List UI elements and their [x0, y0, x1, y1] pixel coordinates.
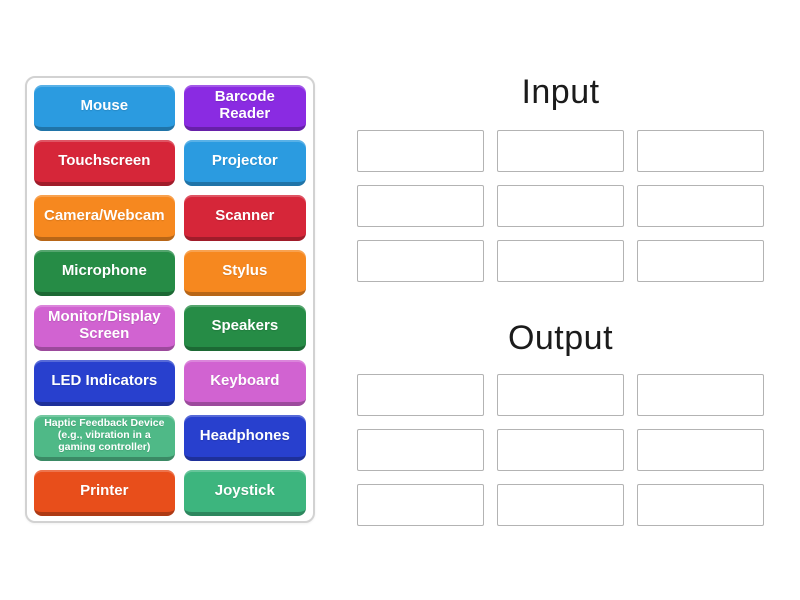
tile-label: Stylus: [222, 261, 268, 279]
tile-keyboard[interactable]: Keyboard: [183, 360, 306, 406]
tile-monitor-display-screen[interactable]: Monitor/Display Screen: [34, 305, 175, 351]
groups-column: Input Output: [357, 72, 764, 526]
group-heading-output: Output: [507, 319, 614, 357]
drop-slot[interactable]: [637, 374, 764, 416]
drop-slot[interactable]: [637, 429, 764, 471]
drop-slot[interactable]: [637, 484, 764, 526]
drop-slot[interactable]: [497, 429, 624, 471]
tile-label: LED Indicators: [51, 371, 158, 389]
tile-label: Projector: [211, 151, 278, 169]
tile-label: Barcode Reader: [214, 88, 275, 122]
tile-scanner[interactable]: Scanner: [183, 195, 306, 241]
tile-microphone[interactable]: Microphone: [34, 250, 175, 296]
tile-barcode-reader[interactable]: Barcode Reader: [183, 85, 306, 131]
tile-haptic-feedback-device-e-g-vibration-in-[interactable]: Haptic Feedback Device (e.g., vibration …: [34, 415, 175, 461]
drop-slot[interactable]: [637, 130, 764, 172]
drop-slot[interactable]: [637, 185, 764, 227]
tile-joystick[interactable]: Joystick: [183, 470, 306, 516]
drop-slot[interactable]: [357, 240, 484, 282]
tile-camera-webcam[interactable]: Camera/Webcam: [34, 195, 175, 241]
drop-slot[interactable]: [497, 484, 624, 526]
tile-projector[interactable]: Projector: [183, 140, 306, 186]
drop-slot[interactable]: [357, 484, 484, 526]
tile-label: Headphones: [199, 426, 290, 444]
tile-label: Microphone: [61, 261, 147, 279]
drop-slot[interactable]: [357, 130, 484, 172]
tile-label: Printer: [80, 481, 129, 499]
input-slots-grid: [357, 130, 764, 282]
drop-slot[interactable]: [357, 429, 484, 471]
tile-touchscreen[interactable]: Touchscreen: [34, 140, 175, 186]
group-heading-input: Input: [521, 73, 600, 111]
drop-slot[interactable]: [497, 185, 624, 227]
tile-led-indicators[interactable]: LED Indicators: [34, 360, 175, 406]
tile-mouse[interactable]: Mouse: [34, 85, 175, 131]
tile-label: Monitor/Display Screen: [48, 308, 161, 342]
tile-label: Touchscreen: [58, 151, 151, 169]
tile-label: Haptic Feedback Device (e.g., vibration …: [44, 417, 165, 453]
tile-speakers[interactable]: Speakers: [183, 305, 306, 351]
drop-slot[interactable]: [497, 240, 624, 282]
tile-label: Camera/Webcam: [44, 206, 165, 224]
tile-stylus[interactable]: Stylus: [183, 250, 306, 296]
tile-label: Joystick: [214, 481, 275, 499]
tile-label: Speakers: [211, 316, 279, 334]
tile-printer[interactable]: Printer: [34, 470, 175, 516]
drop-slot[interactable]: [357, 185, 484, 227]
drop-slot[interactable]: [637, 240, 764, 282]
drop-slot[interactable]: [357, 374, 484, 416]
tile-label: Mouse: [80, 96, 129, 114]
tile-label: Scanner: [215, 206, 275, 224]
drop-slot[interactable]: [497, 130, 624, 172]
tile-headphones[interactable]: Headphones: [183, 415, 306, 461]
output-slots-grid: [357, 374, 764, 526]
tile-label: Keyboard: [210, 371, 280, 389]
drop-slot[interactable]: [497, 374, 624, 416]
